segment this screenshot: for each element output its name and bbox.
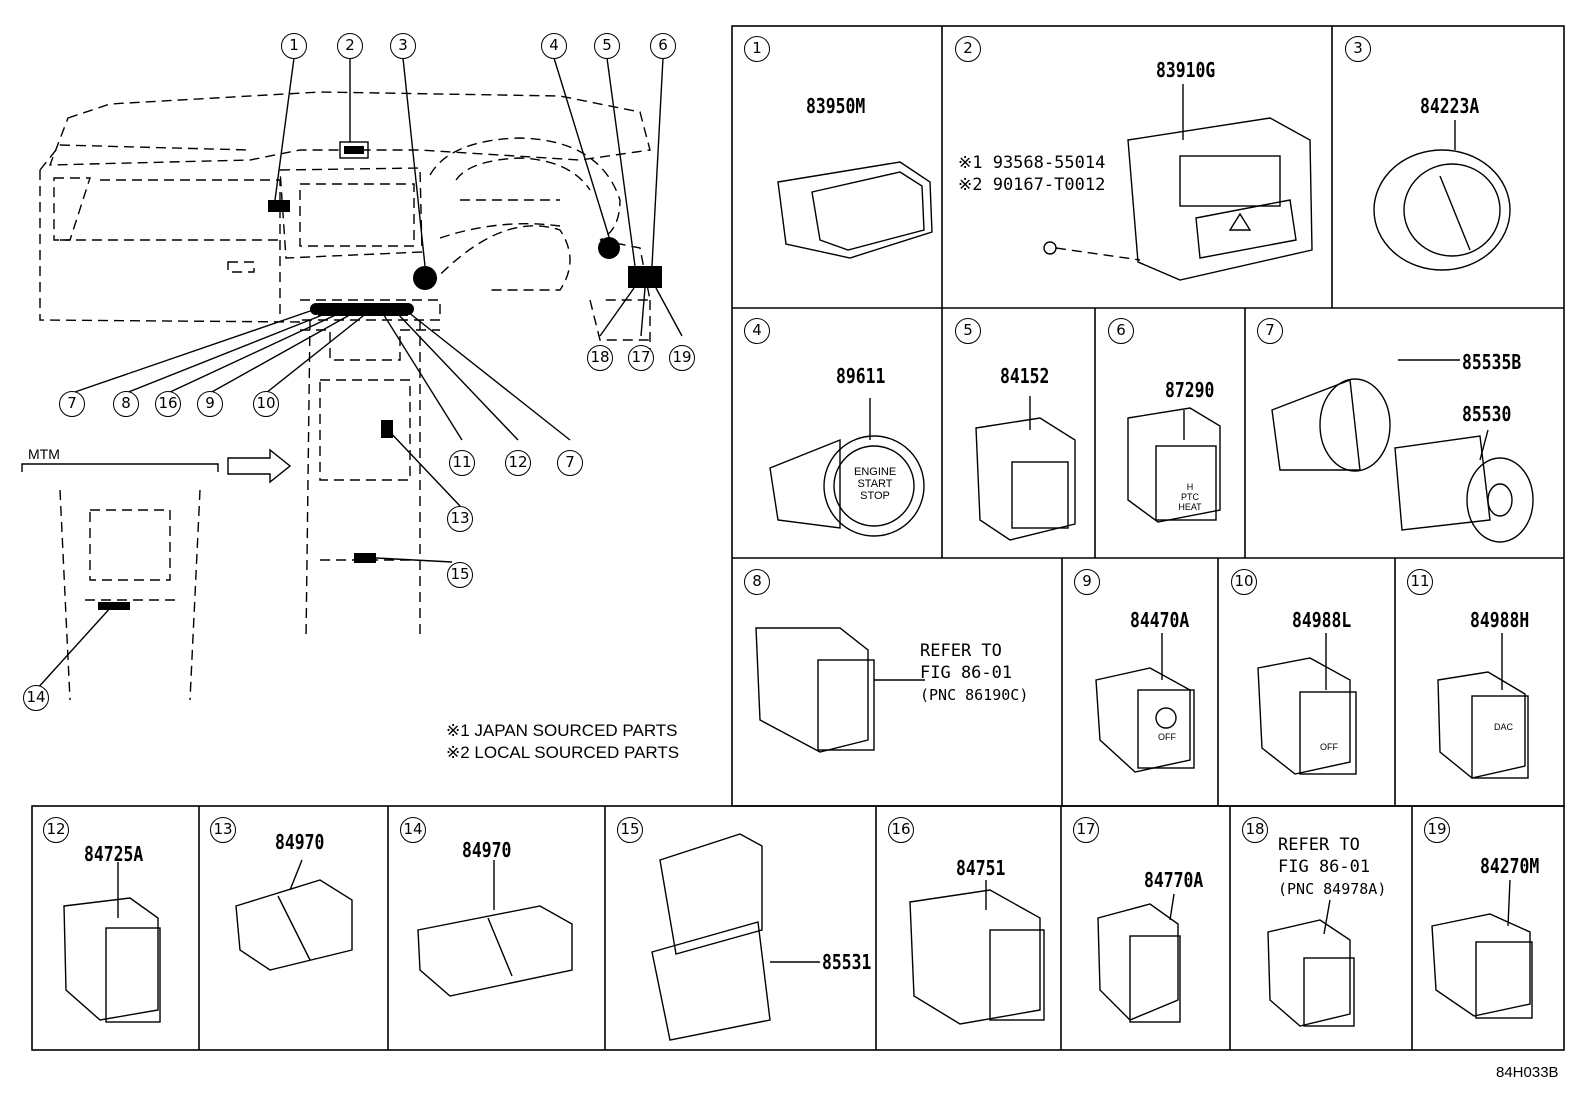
callout-9: 9 xyxy=(197,391,223,417)
panel-13-part-number: 84970 xyxy=(275,830,325,854)
callout-19: 19 xyxy=(669,345,695,371)
callout-16: 16 xyxy=(155,391,181,417)
button-text-line-3: HEAT xyxy=(1178,502,1202,512)
panel-12-part-number: 84725A xyxy=(84,842,144,866)
panel-17-number: 17 xyxy=(1073,817,1099,843)
panel-5-number: 5 xyxy=(955,318,981,344)
panel-7-part-number-1: 85535B xyxy=(1462,350,1522,374)
callout-17: 17 xyxy=(628,345,654,371)
panel-14-number: 14 xyxy=(400,817,426,843)
panel-6-number: 6 xyxy=(1108,318,1134,344)
panel-6-part-number: 87290 xyxy=(1165,378,1215,402)
panel-12-number: 12 xyxy=(43,817,69,843)
button-text-line-2: START xyxy=(857,478,893,490)
panel-3-number: 3 xyxy=(1345,36,1371,62)
panel-19-number: 19 xyxy=(1424,817,1450,843)
panel-18-refer-line-3: (PNC 84978A) xyxy=(1278,880,1387,898)
panel-11-button-text: DAC xyxy=(1494,722,1514,732)
callout-6: 6 xyxy=(650,33,676,59)
callout-1: 1 xyxy=(281,33,307,59)
panel-2-number: 2 xyxy=(955,36,981,62)
panel-13-number: 13 xyxy=(210,817,236,843)
start-stop-button-text: ENGINE START STOP xyxy=(854,466,896,502)
callout-5: 5 xyxy=(594,33,620,59)
panel-17-part-number: 84770A xyxy=(1144,868,1204,892)
panel-8-number: 8 xyxy=(744,569,770,595)
button-text-line-3: STOP xyxy=(860,490,890,502)
part-illustrations xyxy=(63,84,1534,1041)
callout-3: 3 xyxy=(390,33,416,59)
ptc-heat-button-text: H PTC HEAT xyxy=(1170,482,1210,512)
note-japan-sourced: ※1 JAPAN SOURCED PARTS xyxy=(446,721,678,740)
callout-7a: 7 xyxy=(59,391,85,417)
button-text-line-2: PTC xyxy=(1181,492,1199,502)
panel-18-refer-line-2: FIG 86-01 xyxy=(1278,857,1371,877)
button-text-line-1: ENGINE xyxy=(854,466,897,478)
panel-7-part-number-2: 85530 xyxy=(1462,402,1512,426)
panel-16-part-number: 84751 xyxy=(956,856,1006,880)
button-text-line-1: H xyxy=(1186,482,1194,492)
panel-15-part-number: 85531 xyxy=(822,950,872,974)
panel-10-part-number: 84988L xyxy=(1292,608,1352,632)
callout-7b: 7 xyxy=(557,450,583,476)
panel-8-refer-line-1: REFER TO xyxy=(920,641,1002,661)
panel-9-number: 9 xyxy=(1074,569,1100,595)
panel-2-part-number: 83910G xyxy=(1156,58,1216,82)
panel-4-number: 4 xyxy=(744,318,770,344)
panel-7-number: 7 xyxy=(1257,318,1283,344)
callout-2: 2 xyxy=(337,33,363,59)
panel-11-part-number: 84988H xyxy=(1470,608,1530,632)
panel-grid xyxy=(31,25,1565,1051)
panel-18-number: 18 xyxy=(1242,817,1268,843)
mtm-label: MTM xyxy=(28,446,60,462)
dashboard-illustration xyxy=(21,57,683,701)
panel-9-button-text: OFF xyxy=(1158,732,1176,742)
panel-8-refer-line-2: FIG 86-01 xyxy=(920,663,1013,683)
figure-code: 84H033B xyxy=(1496,1064,1559,1081)
panel-2-screw-note-1: ※1 93568-55014 xyxy=(958,153,1106,173)
panel-3-part-number: 84223A xyxy=(1420,94,1480,118)
callout-11: 11 xyxy=(449,450,475,476)
callout-8: 8 xyxy=(113,391,139,417)
panel-8-refer-line-3: (PNC 86190C) xyxy=(920,686,1029,704)
note-local-sourced: ※2 LOCAL SOURCED PARTS xyxy=(446,743,680,762)
callout-13: 13 xyxy=(447,506,473,532)
panel-14-part-number: 84970 xyxy=(462,838,512,862)
panel-4-part-number: 89611 xyxy=(836,364,886,388)
callout-15: 15 xyxy=(447,562,473,588)
panel-10-button-text: OFF xyxy=(1320,742,1338,752)
panel-18-refer-line-1: REFER TO xyxy=(1278,835,1360,855)
callout-4: 4 xyxy=(541,33,567,59)
panel-1-part-number: 83950M xyxy=(806,94,866,118)
callout-18: 18 xyxy=(587,345,613,371)
panel-5-part-number: 84152 xyxy=(1000,364,1050,388)
callout-14: 14 xyxy=(23,685,49,711)
panel-10-number: 10 xyxy=(1231,569,1257,595)
panel-16-number: 16 xyxy=(888,817,914,843)
callout-12: 12 xyxy=(505,450,531,476)
callout-10: 10 xyxy=(253,391,279,417)
panel-11-number: 11 xyxy=(1407,569,1433,595)
panel-19-part-number: 84270M xyxy=(1480,854,1540,878)
panel-2-screw-note-2: ※2 90167-T0012 xyxy=(958,175,1106,195)
panel-9-part-number: 84470A xyxy=(1130,608,1190,632)
panel-15-number: 15 xyxy=(617,817,643,843)
panel-1-number: 1 xyxy=(744,36,770,62)
